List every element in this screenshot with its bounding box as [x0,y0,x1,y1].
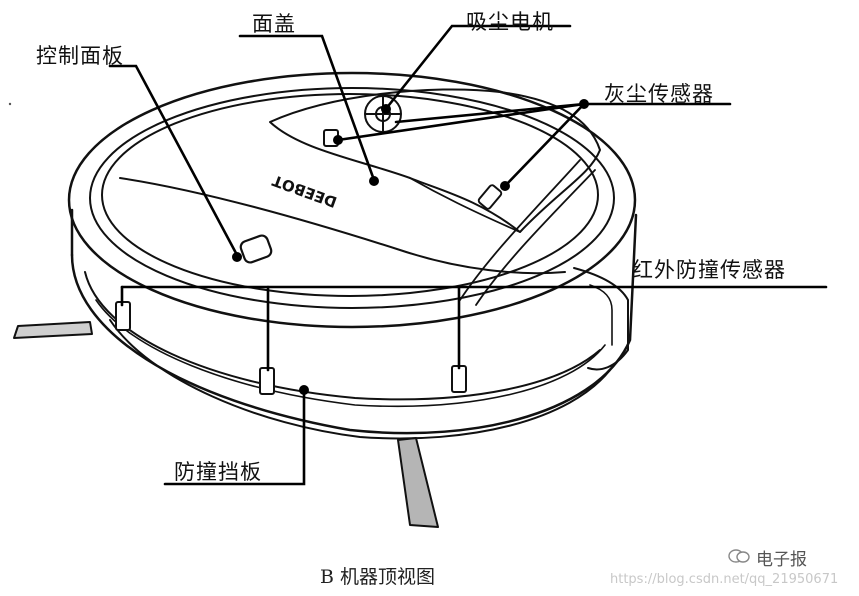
side-brush-bottom [397,437,439,528]
label-dust-sensor: 灰尘传感器 [604,82,714,106]
control-panel-button [239,234,273,264]
brand-logo: DEEBOT [269,171,339,211]
watermark-account: 电子报 [756,550,807,570]
leader-lines [108,24,828,486]
robot-body [67,71,638,440]
leader-bumper [163,388,306,486]
lid-panels [119,88,601,306]
leader-dust-sensor-2 [503,102,586,188]
leader-vacuum-motor [383,24,572,112]
label-control-panel: 控制面板 [36,44,124,68]
dust-sensor-part [477,184,503,210]
ir-sensor-middle [259,367,275,395]
ir-sensor-left [115,301,131,331]
side-brush-left [13,321,93,339]
leader-cover [238,34,376,182]
leader-dust-sensor-3 [394,102,586,124]
leader-dots [232,99,589,395]
ir-sensor-right [451,365,467,393]
label-vacuum-motor: 吸尘电机 [466,10,554,34]
vacuum-motor-fan [364,95,402,133]
leader-control-panel [108,64,239,257]
watermark-icon [728,548,750,564]
label-cover: 面盖 [252,12,296,36]
watermark-url: https://blog.csdn.net/qq_21950671 [610,572,839,587]
label-ir-bumper-sensor: 红外防撞传感器 [632,258,786,282]
label-bumper: 防撞挡板 [174,460,262,484]
figure-caption: B 机器顶视图 [320,566,436,588]
